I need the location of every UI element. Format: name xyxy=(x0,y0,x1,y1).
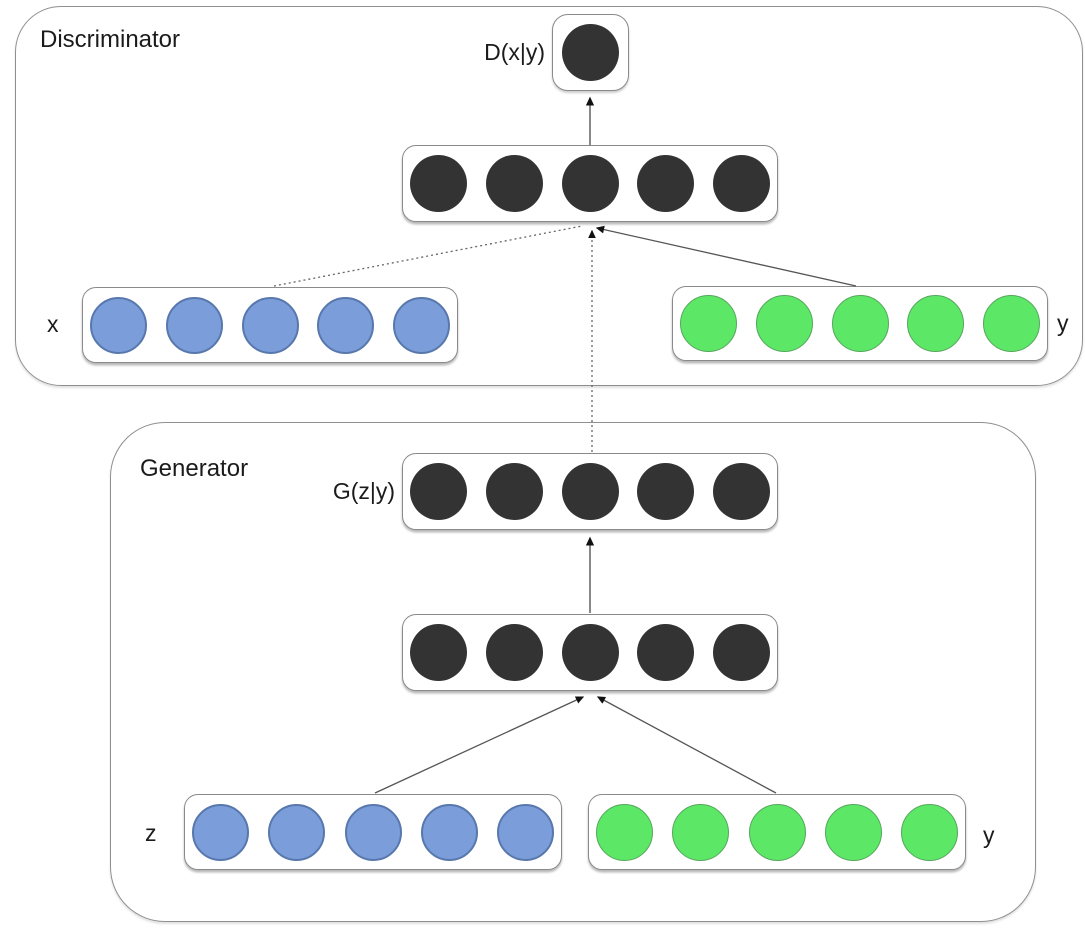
dark-neuron-node xyxy=(713,155,770,212)
dark-neuron-node xyxy=(410,463,467,520)
blue-neuron-node xyxy=(420,803,478,861)
green-neuron-node xyxy=(983,295,1040,352)
discriminator-output-layer xyxy=(552,14,629,91)
blue-neuron-node xyxy=(393,296,450,354)
generator-y-input-label: y xyxy=(983,822,995,848)
dark-neuron-node xyxy=(561,463,619,520)
dark-neuron-node xyxy=(485,463,543,520)
green-neuron-node xyxy=(680,295,737,352)
dark-neuron-node xyxy=(562,24,619,81)
blue-neuron-node xyxy=(241,296,299,354)
blue-neuron-node xyxy=(344,803,402,861)
dark-neuron-node xyxy=(637,463,695,520)
green-neuron-node xyxy=(831,295,889,352)
green-neuron-node xyxy=(901,803,958,861)
dark-neuron-node xyxy=(410,155,467,212)
dark-neuron-node xyxy=(485,624,543,681)
dark-neuron-node xyxy=(485,155,543,212)
dark-neuron-node xyxy=(410,624,467,681)
discriminator-box xyxy=(15,6,1083,386)
x-input-label: x xyxy=(47,311,59,337)
green-neuron-node xyxy=(907,295,965,352)
green-neuron-node xyxy=(672,803,730,861)
generator-output-label: G(z|y) xyxy=(332,478,395,504)
green-neuron-node xyxy=(824,803,882,861)
discriminator-output-label: D(x|y) xyxy=(484,39,545,65)
green-neuron-node xyxy=(748,803,806,861)
discriminator-y-input-layer xyxy=(672,286,1048,361)
z-input-label: z xyxy=(145,820,157,846)
discriminator-title: Discriminator xyxy=(40,26,181,53)
dark-neuron-node xyxy=(637,624,695,681)
blue-neuron-node xyxy=(268,803,326,861)
generator-output-layer xyxy=(402,453,778,530)
dark-neuron-node xyxy=(561,155,619,212)
generator-box xyxy=(110,422,1036,922)
discriminator-y-input-label: y xyxy=(1057,310,1069,336)
dark-neuron-node xyxy=(561,624,619,681)
dark-neuron-node xyxy=(713,624,770,681)
generator-hidden-layer xyxy=(402,614,778,691)
green-neuron-node xyxy=(755,295,813,352)
generator-title: Generator xyxy=(140,455,249,482)
blue-neuron-node xyxy=(192,803,249,861)
blue-neuron-node xyxy=(90,296,147,354)
green-neuron-node xyxy=(596,803,653,861)
blue-neuron-node xyxy=(317,296,375,354)
blue-neuron-node xyxy=(497,803,554,861)
x-input-layer xyxy=(82,287,458,363)
blue-neuron-node xyxy=(165,296,223,354)
generator-y-input-layer xyxy=(588,794,966,870)
dark-neuron-node xyxy=(637,155,695,212)
dark-neuron-node xyxy=(713,463,770,520)
discriminator-hidden-layer xyxy=(402,145,778,222)
z-input-layer xyxy=(184,794,562,870)
